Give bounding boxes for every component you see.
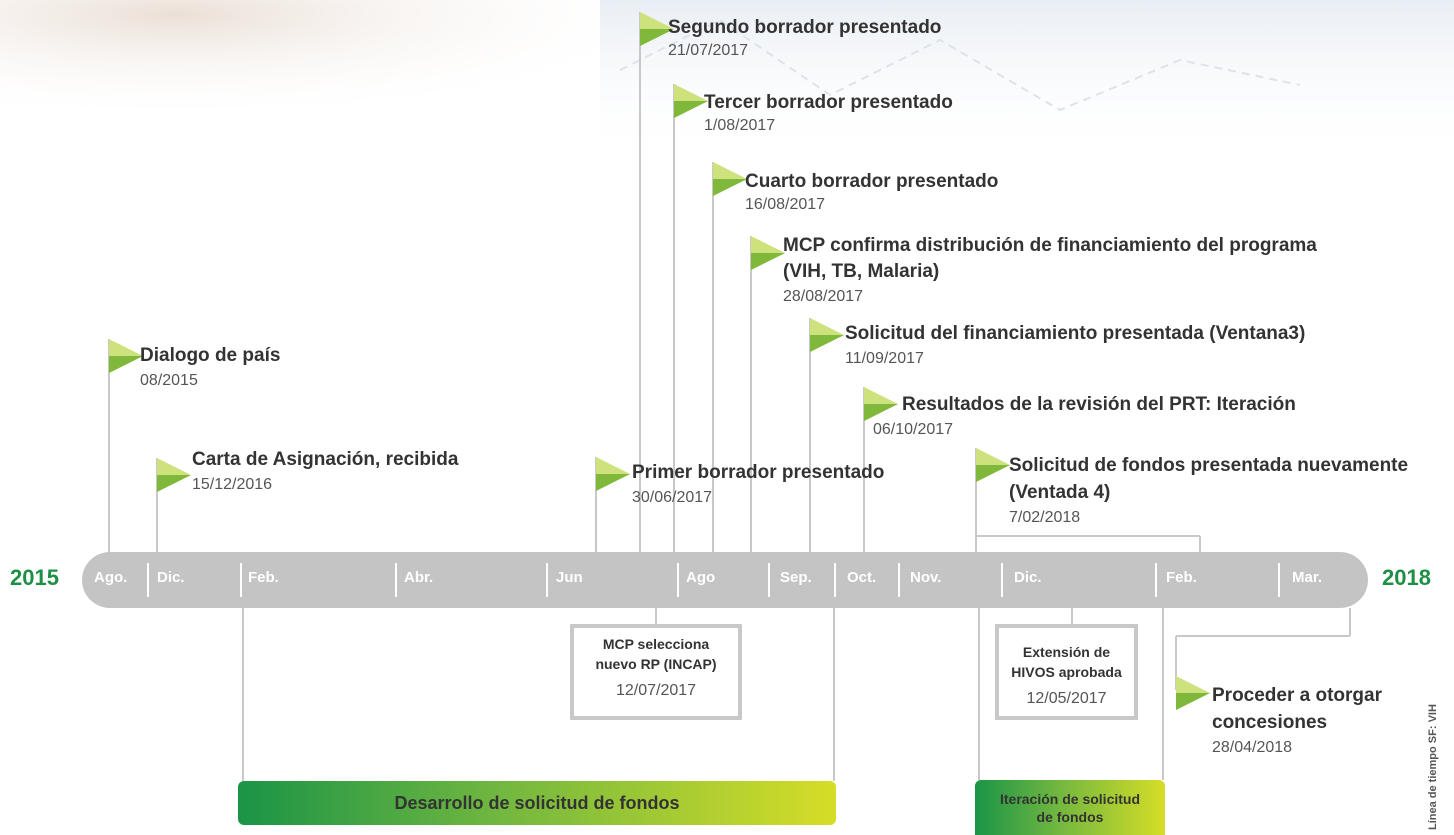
flag-icon-shade	[109, 356, 143, 373]
milestone-title: Primer borrador presentado	[632, 462, 885, 483]
milestone-title: Dialogo de país	[140, 345, 281, 366]
flag-icon-shade	[713, 179, 747, 196]
final-milestone-line1: Proceder a otorgar	[1212, 685, 1382, 706]
milestone-title: Solicitud del financiamiento presentada …	[845, 323, 1306, 344]
milestone-date: 28/08/2017	[783, 288, 864, 305]
flag-icon-shade	[640, 29, 674, 46]
month-label: Dic.	[157, 569, 185, 586]
month-label: Abr.	[404, 569, 434, 586]
milestone-title: Segundo borrador presentado	[668, 17, 942, 38]
note-box-mcp-rp: MCP selecciona nuevo RP (INCAP) 12/07/20…	[570, 624, 742, 720]
month-divider	[768, 563, 770, 597]
final-milestone-line2: concesiones	[1212, 712, 1328, 733]
month-divider	[898, 563, 900, 597]
month-label: Feb.	[248, 569, 279, 586]
month-divider	[395, 563, 397, 597]
final-milestone-date: 28/04/2018	[1212, 739, 1293, 756]
milestone-date: 06/10/2017	[873, 421, 954, 438]
milestone-date: 7/02/2018	[1009, 509, 1081, 526]
flag-icon-shade	[596, 474, 630, 491]
phase-development: Desarrollo de solicitud de fondos	[238, 781, 836, 825]
milestone-title-line2: (VIH, TB, Malaria)	[783, 261, 940, 282]
milestone-title: MCP confirma distribución de financiamie…	[783, 235, 1317, 256]
month-label: Ago	[686, 569, 716, 586]
flag-icon-shade	[157, 475, 191, 492]
milestone-date: 11/09/2017	[845, 350, 924, 367]
month-label: Ago.	[94, 569, 128, 586]
flag-icon-shade	[810, 335, 844, 352]
milestone-date: 1/08/2017	[704, 117, 776, 134]
box-line1: Extensión de	[1022, 644, 1111, 660]
background-decoration	[0, 0, 1454, 300]
month-label: Sep.	[780, 569, 812, 586]
month-label: Nov.	[910, 569, 942, 586]
milestone-title: Tercer borrador presentado	[704, 92, 953, 113]
month-label: Jun	[556, 569, 583, 586]
flag-icon-shade	[1176, 693, 1210, 710]
month-divider	[1001, 563, 1003, 597]
month-label: Dic.	[1014, 569, 1042, 586]
phase-label: Desarrollo de solicitud de fondos	[394, 793, 680, 813]
flag-icon-shade	[976, 465, 1010, 482]
month-divider	[677, 563, 679, 597]
box-line2: HIVOS aprobada	[1011, 664, 1122, 680]
milestone-date: 08/2015	[140, 372, 198, 389]
month-divider	[240, 563, 242, 597]
flag-icon-shade	[864, 404, 898, 421]
milestone-title: Cuarto borrador presentado	[745, 171, 999, 192]
timeline-bar	[82, 552, 1368, 608]
milestone-date: 21/07/2017	[668, 42, 749, 59]
month-divider	[834, 563, 836, 597]
box-line2: nuevo RP (INCAP)	[595, 656, 717, 672]
month-label: Mar.	[1292, 569, 1323, 586]
month-divider	[1155, 563, 1157, 597]
month-label: Feb.	[1166, 569, 1197, 586]
milestone-date: 30/06/2017	[632, 489, 713, 506]
flag-icon-shade	[674, 101, 708, 118]
milestone-title-line2: (Ventada 4)	[1009, 482, 1111, 503]
side-label: Línea de tiempo SF: VIH	[1427, 704, 1439, 830]
flag-icon-shade	[751, 253, 785, 270]
box-date: 12/07/2017	[615, 682, 697, 699]
milestone-date: 16/08/2017	[745, 196, 826, 213]
phase-line2: de fondos	[1036, 809, 1104, 825]
month-divider	[1278, 563, 1280, 597]
svg-text:Línea de tiempo SF: VIH: Línea de tiempo SF: VIH	[1427, 704, 1439, 830]
phase-line1: Iteración de solicitud	[999, 791, 1141, 807]
milestone-title: Solicitud de fondos presentada nuevament…	[1009, 455, 1409, 476]
milestone-date: 15/12/2016	[192, 476, 273, 493]
milestone-title: Carta de Asignación, recibida	[192, 449, 459, 470]
milestone-title: Resultados de la revisión del PRT: Itera…	[902, 394, 1296, 415]
box-date: 12/05/2017	[1026, 690, 1107, 707]
note-box-hivos: Extensión de HIVOS aprobada 12/05/2017	[995, 624, 1138, 720]
start-year: 2015	[10, 565, 59, 590]
month-label: Oct.	[847, 569, 877, 586]
box-line1: MCP selecciona	[602, 636, 710, 652]
month-divider	[546, 563, 548, 597]
phase-iteration: Iteración de solicitud de fondos	[975, 780, 1165, 835]
month-divider	[147, 563, 149, 597]
end-year: 2018	[1382, 565, 1431, 590]
